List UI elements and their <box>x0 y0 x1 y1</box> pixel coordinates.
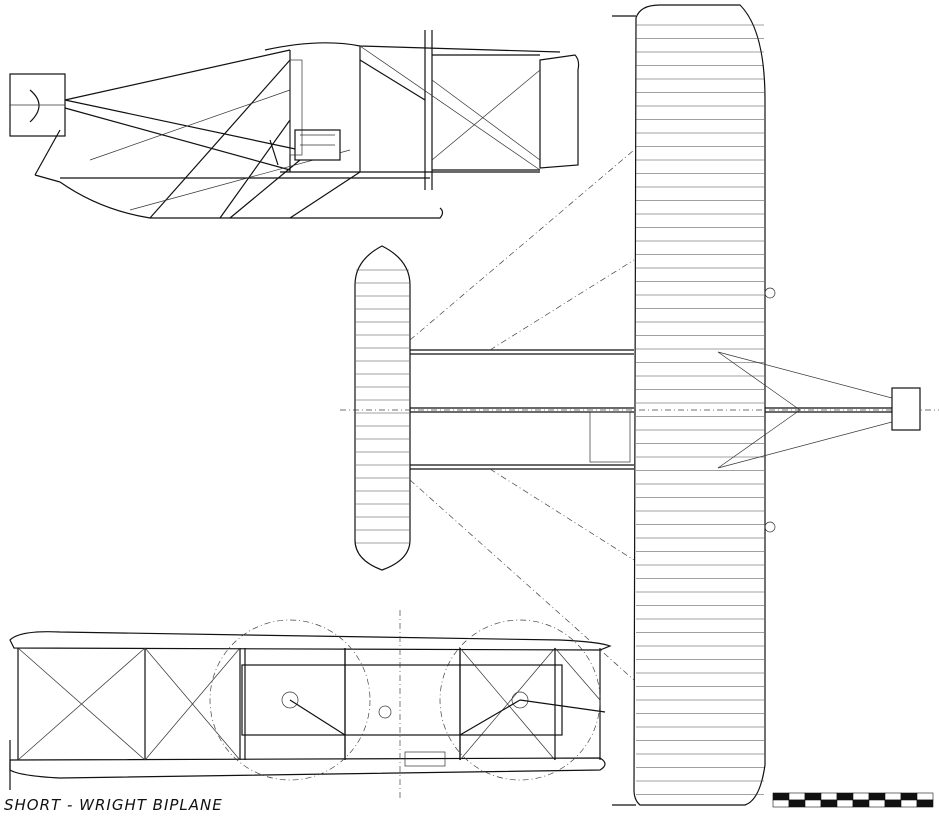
top-view <box>340 4 939 806</box>
scale-bar-segment <box>772 799 790 808</box>
scale-bar-segment <box>820 799 838 808</box>
scale-bar-segment <box>788 799 806 808</box>
forward-elevator-plan <box>354 245 411 571</box>
scale-bar-segment <box>820 792 838 801</box>
left-hub <box>281 691 299 709</box>
scale-bar-segment <box>772 792 790 801</box>
left-propeller-disc <box>209 619 371 781</box>
scale-bar-segment <box>852 792 870 801</box>
lower-wing-front <box>9 757 606 779</box>
elevator-ribs <box>356 269 409 544</box>
scale-bar-segment <box>788 792 806 801</box>
scale-bar <box>772 792 934 808</box>
scale-bar-segment <box>836 799 854 808</box>
scale-bar-segment <box>836 792 854 801</box>
scale-bar-segment <box>900 799 918 808</box>
right-hub <box>511 691 529 709</box>
side-view <box>9 30 580 219</box>
drawing-title: SHORT - WRIGHT BIPLANE <box>4 796 223 814</box>
scale-bar-segment <box>852 799 870 808</box>
upper-wing-front <box>9 631 612 651</box>
scale-bar-segment <box>804 792 822 801</box>
wing-ribs <box>636 24 764 795</box>
scale-bar-segment <box>884 792 902 801</box>
scale-bar-segment <box>804 799 822 808</box>
rear-rudder-plan <box>891 387 921 431</box>
front-view <box>9 610 612 800</box>
scale-bar-segment <box>868 792 886 801</box>
scale-bar-segment <box>868 799 886 808</box>
scale-bar-segment <box>884 799 902 808</box>
scale-bar-segment <box>916 799 934 808</box>
front-elevator <box>539 54 580 169</box>
scale-bar-segment <box>916 792 934 801</box>
scale-bar-segment <box>900 792 918 801</box>
main-wing-plan <box>633 4 766 806</box>
right-propeller-disc <box>439 619 601 781</box>
